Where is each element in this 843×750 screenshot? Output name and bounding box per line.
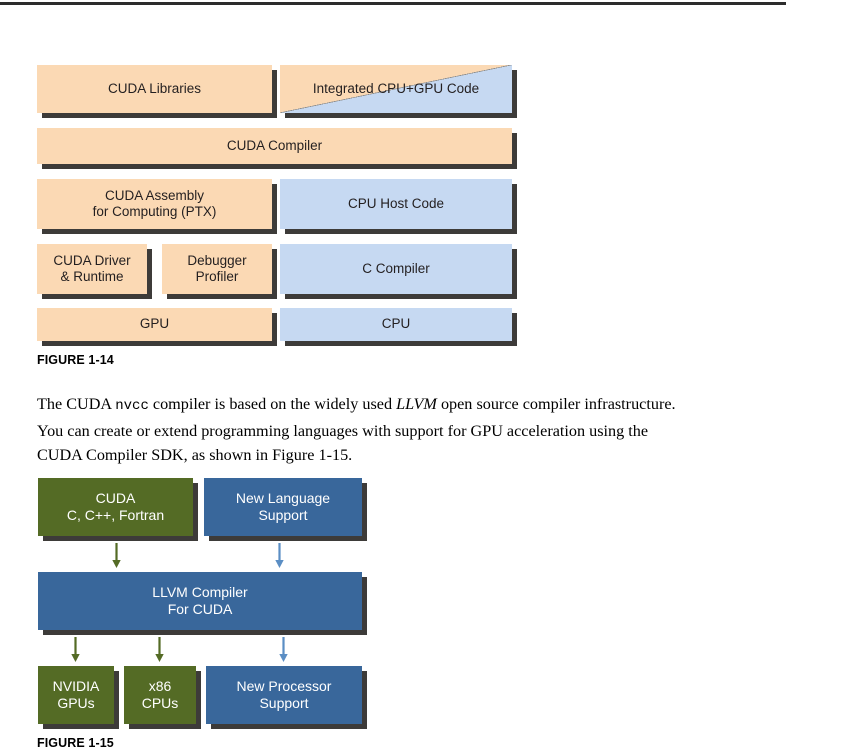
diagram-box-c-compiler: C Compiler: [280, 244, 512, 294]
diagram-box-integrated-code: Integrated CPU+GPU Code: [280, 65, 512, 113]
diagram-box-cuda-compiler: CUDA Compiler: [37, 128, 512, 164]
arrow-llvm-to-nvidia-icon: [70, 637, 80, 662]
text-run: CUDA Compiler SDK, as shown in Figure 1-…: [37, 446, 353, 464]
paragraph-line: You can create or extend programming lan…: [37, 419, 827, 444]
emphasis-term: LLVM: [396, 395, 437, 413]
paragraph-line: CUDA Compiler SDK, as shown in Figure 1-…: [37, 443, 827, 468]
arrow-newlang-to-llvm-icon: [274, 543, 284, 568]
page-top-rule: [0, 2, 786, 5]
diagram-box-cpu-host-code: CPU Host Code: [280, 179, 512, 229]
figure-1-14-caption: FIGURE 1-14: [37, 353, 114, 367]
diagram-box-label: CUDA Libraries: [107, 80, 202, 96]
text-run: compiler is based on the widely used: [148, 395, 397, 413]
diagram-box-gpu: GPU: [37, 308, 272, 341]
diagram-box-cuda-libraries: CUDA Libraries: [37, 65, 272, 113]
diagram-box-label: CPU Host Code: [347, 195, 445, 211]
paragraph-line: The CUDA nvcc compiler is based on the w…: [37, 392, 827, 419]
diagram-box-cuda-driver: CUDA Driver& Runtime: [37, 244, 147, 294]
diagram-box-label: CPU: [381, 316, 411, 332]
text-run: You can create or extend programming lan…: [37, 421, 649, 440]
figure-1-15-caption: FIGURE 1-15: [37, 736, 114, 750]
text-run: The CUDA: [37, 395, 116, 413]
code-term: nvcc: [115, 398, 149, 414]
arrow-llvm-to-x86-icon: [154, 637, 164, 662]
body-paragraph: The CUDA nvcc compiler is based on the w…: [37, 392, 827, 468]
diagram-box-label: GPU: [139, 316, 170, 332]
text-run: open source compiler infrastructure.: [436, 395, 676, 413]
arrow-llvm-to-newproc-icon: [278, 637, 288, 662]
diagram-box-label: Integrated CPU+GPU Code: [312, 80, 480, 96]
diagram-box-label: C Compiler: [362, 260, 430, 276]
diagram-box-cpu: CPU: [280, 308, 512, 341]
diagram-box-label: CUDA Driver& Runtime: [53, 252, 131, 284]
diagram-box-label: CUDA Compiler: [226, 137, 323, 153]
arrow-cuda-to-llvm-icon: [111, 543, 121, 568]
